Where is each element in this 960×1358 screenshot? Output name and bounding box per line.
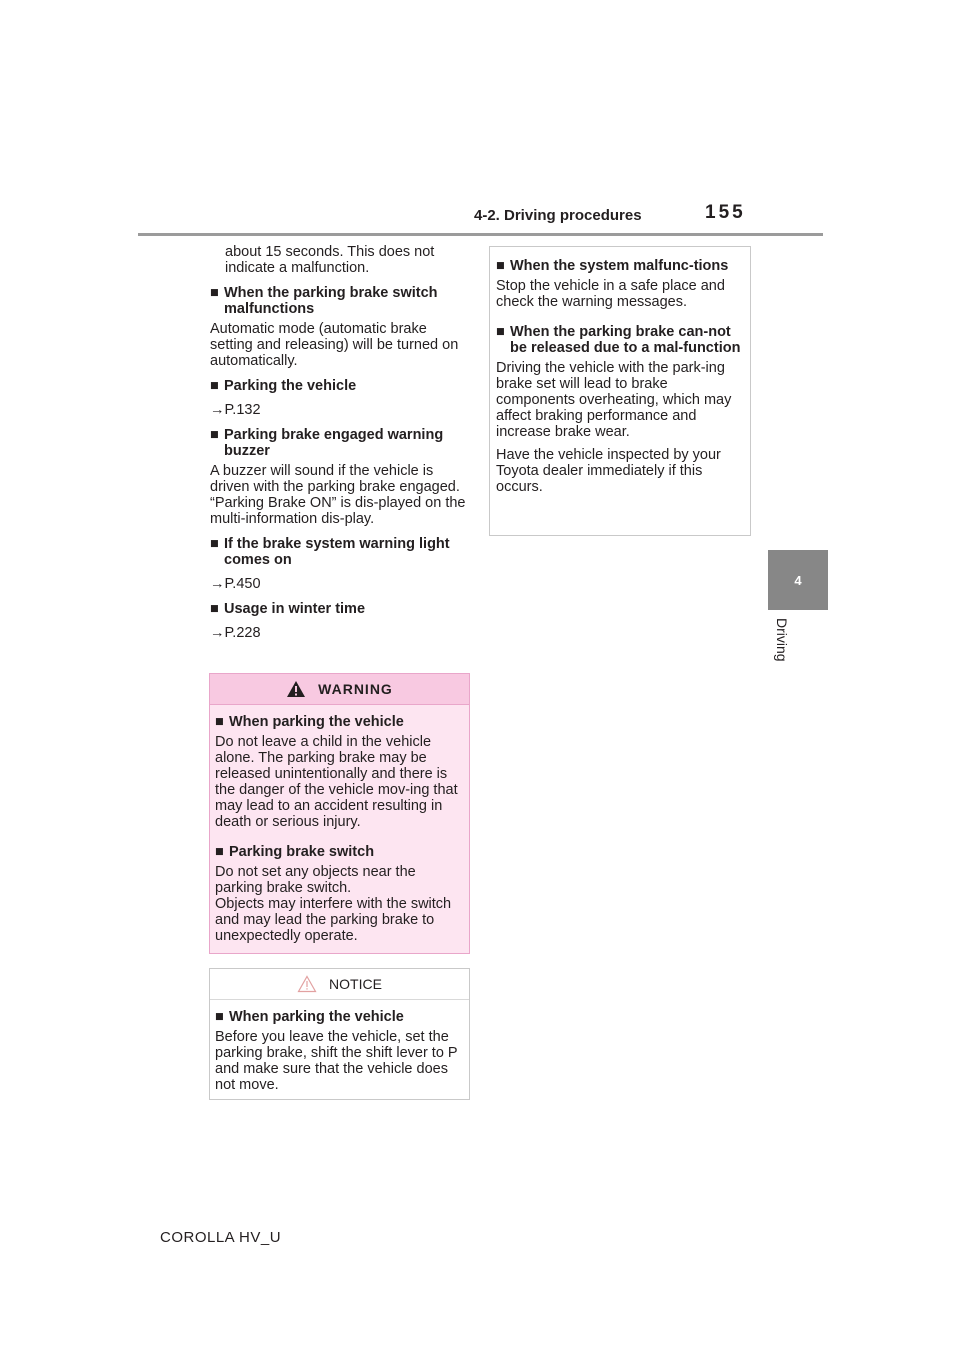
subheading: ■When parking the vehicle	[215, 714, 404, 730]
body-text: Do not leave a child in the vehicle alon…	[215, 734, 458, 830]
square-bullet-icon: ■	[210, 378, 219, 394]
chapter-tab: 4	[768, 550, 828, 610]
square-bullet-icon: ■	[215, 844, 224, 860]
square-bullet-icon: ■	[210, 601, 219, 617]
body-text: Driving the vehicle with the park-ing br…	[496, 360, 732, 440]
header-rule	[138, 233, 823, 236]
body-text: Before you leave the vehicle, set the pa…	[215, 1029, 458, 1093]
page-reference: →P.450	[210, 576, 261, 592]
subheading: ■When the parking brake can-not be relea…	[496, 324, 741, 356]
body-text: A buzzer will sound if the vehicle is dr…	[210, 463, 466, 527]
notice-box: NOTICE ■When parking the vehicle Before …	[209, 968, 470, 1100]
subheading: ■When parking the vehicle	[215, 1009, 404, 1025]
info-box: ■When the system malfunc-tions Stop the …	[489, 246, 751, 536]
page-reference: →P.228	[210, 625, 261, 641]
warning-heading: WARNING	[318, 681, 393, 697]
notice-header: NOTICE	[210, 969, 469, 1000]
square-bullet-icon: ■	[215, 1009, 224, 1025]
intro-text: about 15 seconds. This does not indicate…	[225, 244, 435, 276]
square-bullet-icon: ■	[215, 714, 224, 730]
square-bullet-icon: ■	[210, 427, 219, 443]
body-text: Have the vehicle inspected by your Toyot…	[496, 447, 721, 495]
subheading: ■Parking brake engaged warning buzzer	[210, 427, 444, 459]
footer-model: COROLLA HV_U	[160, 1229, 282, 1246]
square-bullet-icon: ■	[496, 258, 505, 274]
page-reference: →P.132	[210, 402, 261, 418]
square-bullet-icon: ■	[210, 536, 219, 552]
notice-heading: NOTICE	[329, 976, 382, 992]
body-text: Do not set any objects near the parking …	[215, 864, 416, 896]
subheading: ■When the system malfunc-tions	[496, 258, 729, 274]
caution-triangle-icon	[297, 975, 317, 993]
square-bullet-icon: ■	[496, 324, 505, 340]
subheading: ■If the brake system warning light comes…	[210, 536, 450, 568]
section-title: 4-2. Driving procedures	[474, 207, 642, 224]
subheading: ■Parking the vehicle	[210, 378, 357, 394]
warning-header: WARNING	[210, 674, 469, 705]
body-text: Stop the vehicle in a safe place and che…	[496, 278, 725, 310]
square-bullet-icon: ■	[210, 285, 219, 301]
subheading: ■Parking brake switch	[215, 844, 375, 860]
left-column: about 15 seconds. This does not indicate…	[210, 244, 472, 649]
warning-triangle-icon	[287, 681, 306, 697]
body-text: Automatic mode (automatic brake setting …	[210, 321, 459, 369]
chapter-number: 4	[794, 572, 802, 588]
warning-box: WARNING ■When parking the vehicle Do not…	[209, 673, 470, 954]
body-text: Objects may interfere with the switch an…	[215, 896, 452, 944]
subheading: ■Usage in winter time	[210, 601, 366, 617]
page-number: 155	[705, 202, 746, 223]
chapter-label: Driving	[774, 618, 790, 662]
subheading: ■When the parking brake switch malfuncti…	[210, 285, 438, 317]
